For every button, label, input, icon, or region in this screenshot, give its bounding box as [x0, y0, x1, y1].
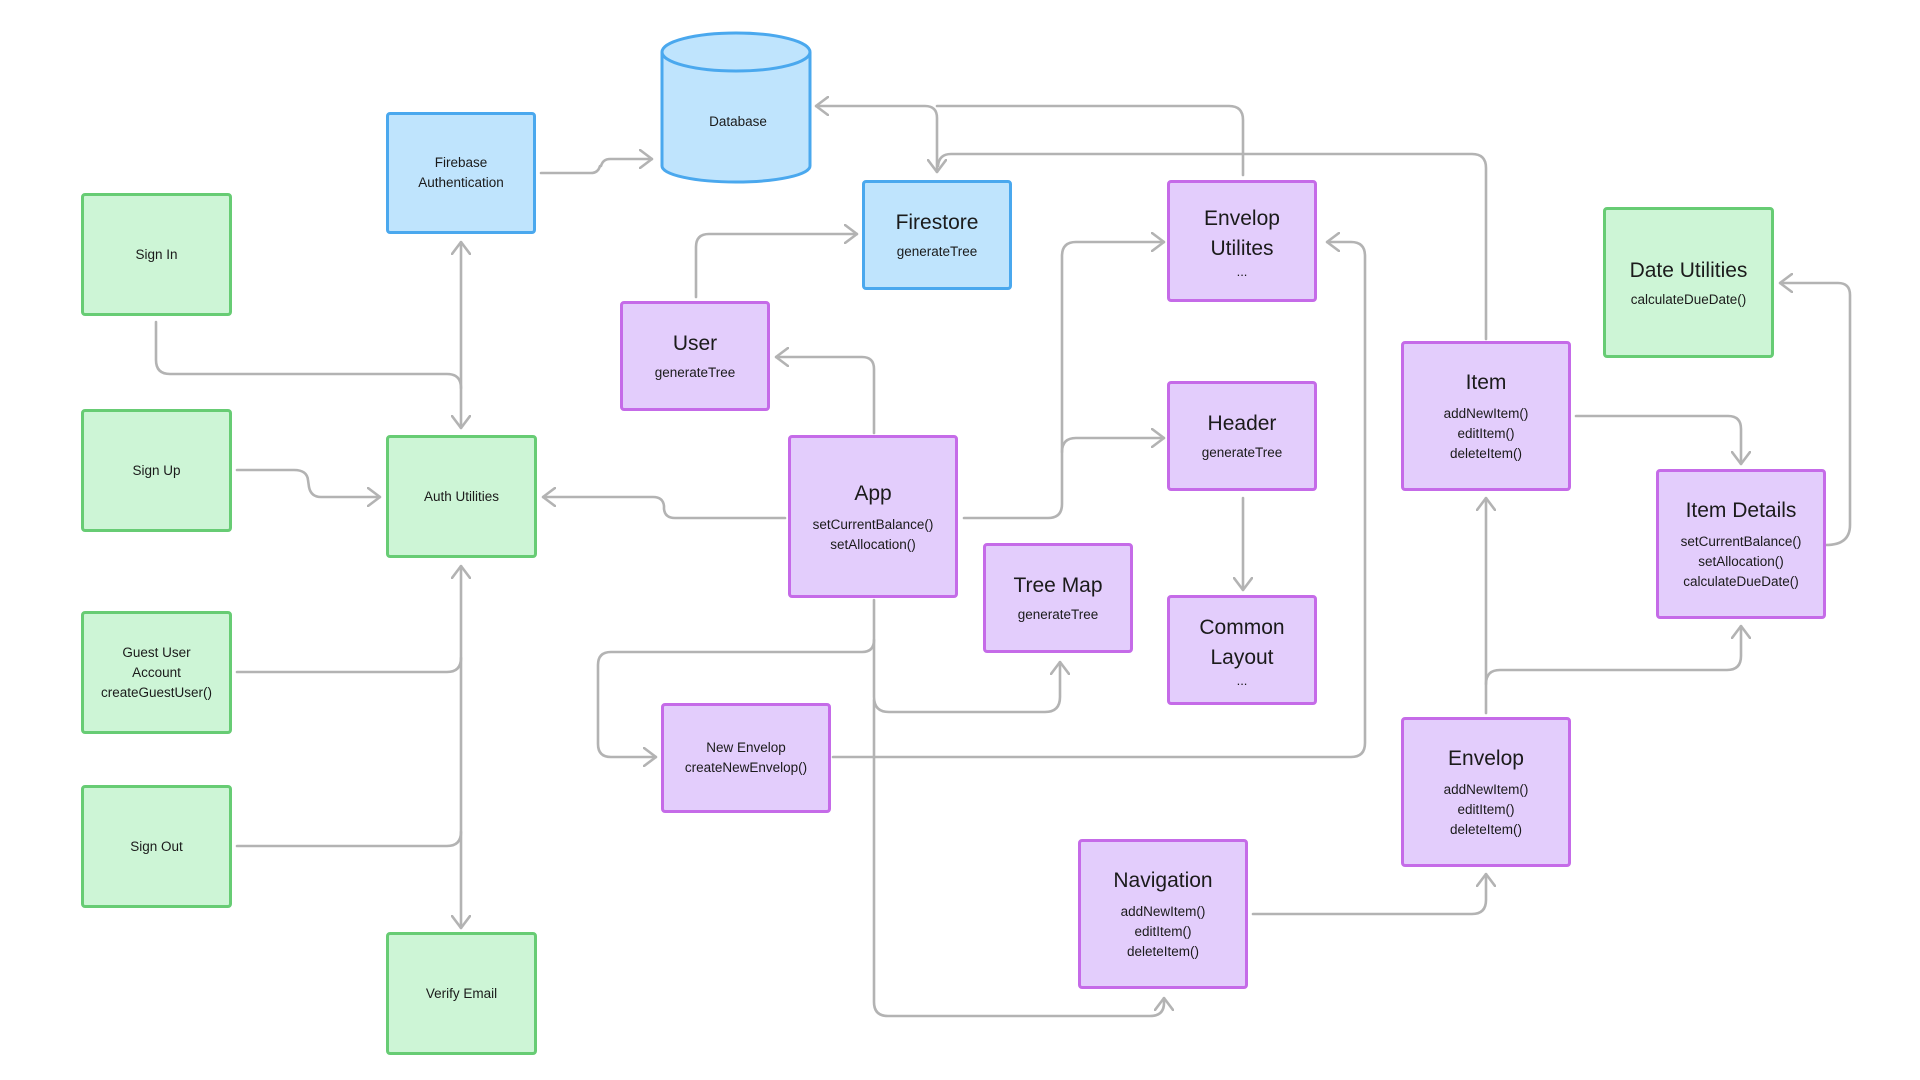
- connector-item-item-details: [1574, 414, 1741, 466]
- node-item-details[interactable]: Item Details setCurrentBalance() setAllo…: [1656, 469, 1826, 619]
- connector-app-user: [774, 357, 876, 435]
- connector-envelop-utilites-database: [935, 104, 1245, 177]
- node-firebase-authentication[interactable]: Firebase Authentication: [386, 112, 536, 234]
- database-cylinder: [660, 31, 812, 184]
- node-tree-map[interactable]: Tree Map generateTree: [983, 543, 1133, 653]
- connector-app-auth: [541, 497, 787, 520]
- node-app[interactable]: App setCurrentBalance() setAllocation(): [788, 435, 958, 598]
- guest-user-line3: createGuestUser(): [100, 684, 213, 700]
- sign-in-label: Sign In: [135, 246, 178, 262]
- connector-app-header: [1060, 438, 1166, 454]
- header-sub: generateTree: [1201, 445, 1283, 460]
- tree-map-title: Tree Map: [1013, 574, 1103, 597]
- connector-sign-up-auth: [235, 468, 382, 497]
- item-details-line1: setCurrentBalance(): [1680, 534, 1802, 549]
- node-header[interactable]: Header generateTree: [1167, 381, 1317, 491]
- connector-app-envelop-utilites: [962, 242, 1166, 520]
- user-title: User: [672, 332, 718, 355]
- connector-guest-user-auth: [235, 656, 463, 674]
- new-envelop-line1: New Envelop: [706, 740, 786, 755]
- item-details-title: Item Details: [1685, 499, 1797, 522]
- navigation-line2: editItem(): [1134, 924, 1192, 939]
- node-sign-in[interactable]: Sign In: [81, 193, 232, 316]
- app-line2: setAllocation(): [830, 536, 916, 552]
- common-layout-title2: Layout: [1210, 646, 1274, 669]
- new-envelop-line2: createNewEnvelop(): [684, 760, 808, 775]
- connector-app-new-envelop: [596, 638, 876, 757]
- node-auth-utilities[interactable]: Auth Utilities: [386, 435, 537, 558]
- connector-firebase-database: [539, 159, 654, 175]
- item-details-line3: calculateDueDate(): [1683, 574, 1799, 589]
- firestore-sub: generateTree: [896, 244, 978, 259]
- item-details-line2: setAllocation(): [1698, 554, 1784, 569]
- envelop-title: Envelop: [1448, 747, 1524, 770]
- node-envelop[interactable]: Envelop addNewItem() editItem() deleteIt…: [1401, 717, 1571, 867]
- node-date-utilities[interactable]: Date Utilities calculateDueDate(): [1603, 207, 1774, 358]
- node-verify-email[interactable]: Verify Email: [386, 932, 537, 1055]
- header-title: Header: [1207, 412, 1277, 435]
- common-layout-sub: ...: [1236, 673, 1248, 688]
- node-navigation[interactable]: Navigation addNewItem() editItem() delet…: [1078, 839, 1248, 989]
- sign-up-label: Sign Up: [132, 462, 181, 478]
- user-sub: generateTree: [654, 365, 736, 380]
- envelop-utilites-sub: ...: [1236, 264, 1248, 279]
- node-item[interactable]: Item addNewItem() editItem() deleteItem(…: [1401, 341, 1571, 491]
- app-line1: setCurrentBalance(): [812, 516, 934, 532]
- navigation-line1: addNewItem(): [1120, 904, 1206, 919]
- envelop-line1: addNewItem(): [1443, 782, 1529, 797]
- node-envelop-utilites[interactable]: Envelop Utilites ...: [1167, 180, 1317, 302]
- node-common-layout[interactable]: Common Layout ...: [1167, 595, 1317, 705]
- navigation-line3: deleteItem(): [1126, 944, 1200, 959]
- connector-item-firestore: [936, 152, 1488, 341]
- connector-database-firestore: [814, 106, 937, 174]
- guest-user-line2: Account: [132, 664, 181, 680]
- connector-envelop-item-details: [1484, 624, 1741, 686]
- item-line2: editItem(): [1457, 426, 1515, 441]
- node-guest-user-account[interactable]: Guest User Account createGuestUser(): [81, 611, 232, 734]
- connector-sign-in-auth: [154, 320, 463, 390]
- connector-new-envelop-envelop-utilites: [831, 242, 1367, 759]
- item-title: Item: [1465, 371, 1507, 394]
- date-utilities-title: Date Utilities: [1629, 258, 1748, 282]
- connector-sign-out-auth: [235, 830, 463, 848]
- node-new-envelop[interactable]: New Envelop createNewEnvelop(): [661, 703, 831, 813]
- common-layout-title1: Common: [1199, 616, 1285, 639]
- auth-utilities-label: Auth Utilities: [423, 488, 500, 504]
- node-user[interactable]: User generateTree: [620, 301, 770, 411]
- navigation-title: Navigation: [1113, 869, 1213, 892]
- item-line1: addNewItem(): [1443, 406, 1529, 421]
- envelop-line3: deleteItem(): [1449, 822, 1523, 837]
- connector-item-details-date-utilities: [1778, 283, 1852, 547]
- item-line3: deleteItem(): [1449, 446, 1523, 461]
- envelop-utilites-title1: Envelop: [1204, 207, 1280, 230]
- date-utilities-sub: calculateDueDate(): [1630, 291, 1747, 307]
- tree-map-sub: generateTree: [1017, 607, 1099, 622]
- database-label: Database: [709, 114, 767, 129]
- envelop-line2: editItem(): [1457, 802, 1515, 817]
- verify-email-label: Verify Email: [425, 985, 498, 1001]
- sign-out-label: Sign Out: [130, 838, 183, 854]
- guest-user-line1: Guest User: [122, 644, 191, 660]
- app-title: App: [854, 481, 892, 505]
- connector-navigation-envelop: [1251, 872, 1486, 916]
- firebase-line2: Authentication: [418, 175, 504, 190]
- node-firestore[interactable]: Firestore generateTree: [862, 180, 1012, 290]
- firestore-title: Firestore: [895, 211, 979, 234]
- node-sign-out[interactable]: Sign Out: [81, 785, 232, 908]
- connector-app-navigation: [872, 698, 1164, 1018]
- firebase-line1: Firebase: [434, 155, 488, 170]
- node-sign-up[interactable]: Sign Up: [81, 409, 232, 532]
- connector-user-firestore: [694, 234, 859, 299]
- envelop-utilites-title2: Utilites: [1210, 237, 1274, 260]
